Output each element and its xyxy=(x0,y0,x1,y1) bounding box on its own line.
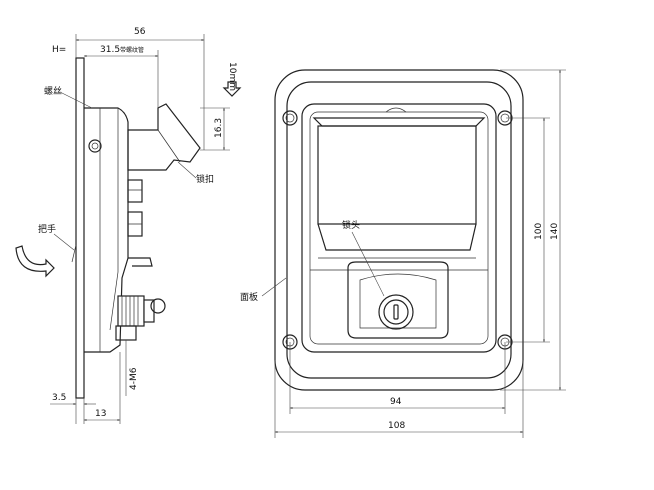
dim-hook-text: 16.3 xyxy=(214,118,224,138)
dim-outer-height-text: 140 xyxy=(550,223,560,240)
lock-cylinder-side xyxy=(115,295,166,341)
dim-screw-text: 4-M6 xyxy=(129,367,139,390)
label-cylinder: 锁头 xyxy=(342,219,360,231)
screw-head xyxy=(88,139,102,153)
catch-hook xyxy=(127,103,201,171)
dim-stroke-text: 10mm xyxy=(227,62,237,91)
dim-depth-text: 13 xyxy=(95,409,106,419)
dim-h-value: 31.5 xyxy=(100,45,120,55)
recess-outer xyxy=(301,103,497,353)
dim-inner-width-text: 94 xyxy=(390,397,402,407)
recess-inner xyxy=(309,111,489,345)
rotate-arrow-icon xyxy=(15,245,55,278)
dim-h-note: 带螺纹管 xyxy=(120,46,144,54)
dim-outer-width-text: 108 xyxy=(388,421,405,431)
stud-upper xyxy=(127,179,143,203)
lock-cylinder-front xyxy=(378,294,414,330)
label-handle: 把手 xyxy=(38,223,56,235)
stroke-arrow xyxy=(222,81,242,97)
dim-h-label: H= xyxy=(52,45,66,55)
front-view: 锁头 面板 100 140 94 108 xyxy=(240,69,566,438)
front-panel-outer xyxy=(274,69,524,391)
front-panel-inner xyxy=(286,81,512,379)
mounting-plate xyxy=(75,57,85,399)
dim-plate-text: 3.5 xyxy=(52,393,66,403)
handle-paddle xyxy=(310,117,488,271)
side-view: 56 H= 31.5 带螺纹管 10mm 16.3 螺丝 锁扣 把手 3.5 xyxy=(15,27,242,424)
label-catch: 锁扣 xyxy=(196,173,214,185)
label-screw: 螺丝 xyxy=(44,85,62,97)
lock-housing xyxy=(347,261,449,339)
dim-inner-height-text: 100 xyxy=(534,223,544,240)
label-panel: 面板 xyxy=(240,291,258,303)
dim-overall-text: 56 xyxy=(134,27,146,37)
